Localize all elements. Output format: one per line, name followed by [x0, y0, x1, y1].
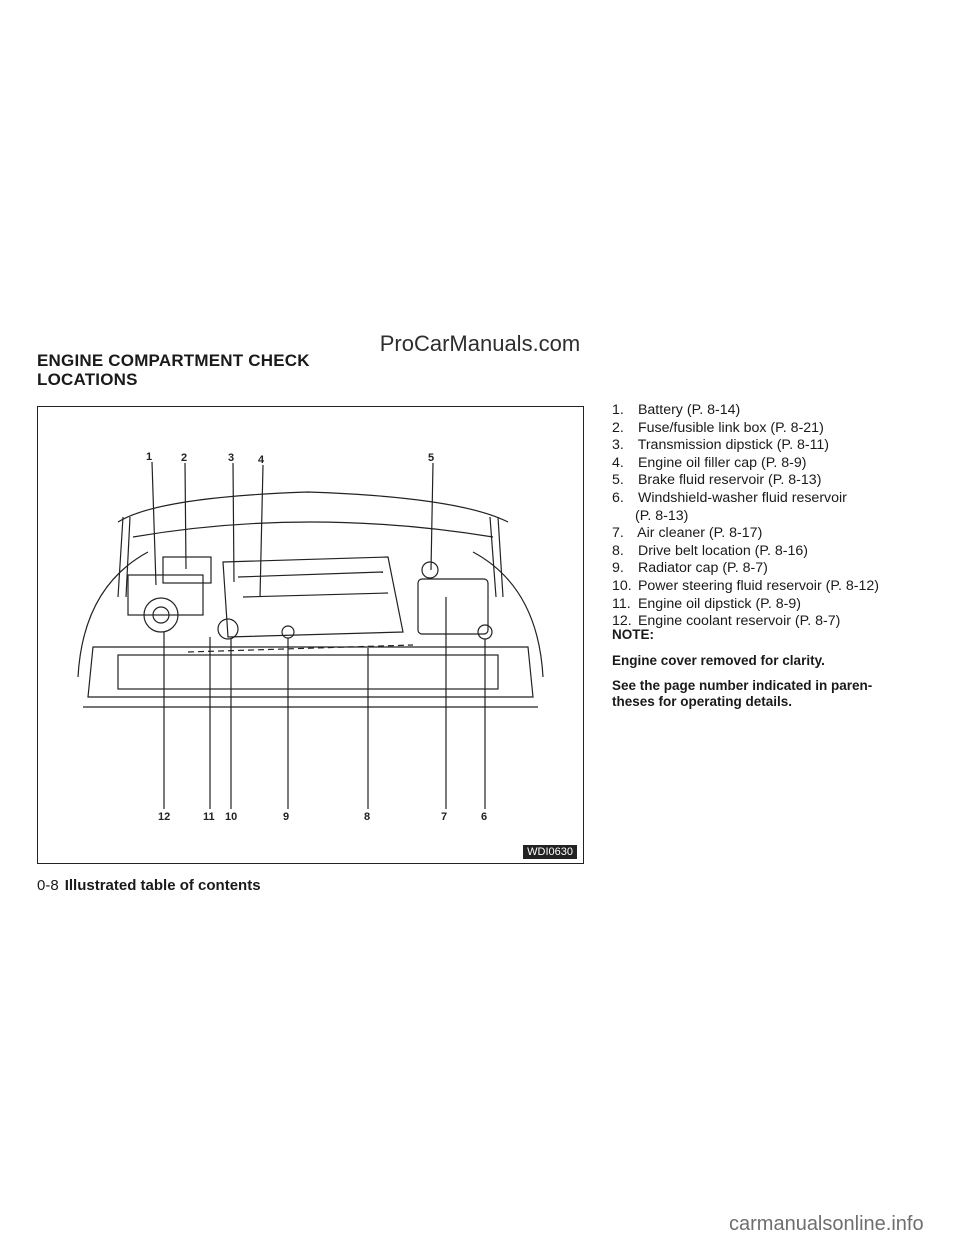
list-item: 1. Battery (P. 8-14) — [612, 402, 741, 418]
list-item: 9. Radiator cap (P. 8-7) — [612, 560, 768, 577]
note-heading: NOTE: — [612, 627, 654, 642]
callout-11: 11 — [203, 811, 215, 823]
page-number: 0-8 — [37, 877, 59, 894]
list-item: 2. Fuse/fusible link box (P. 8-21) — [612, 419, 824, 436]
note-line-2b: theses for operating details. — [612, 694, 793, 709]
watermark-carmanualsonline: carmanualsonline.info — [729, 1213, 924, 1235]
callout-2: 2 — [181, 452, 188, 464]
watermark-procarmanuals: ProCarManuals.com — [379, 331, 581, 356]
callout-3: 3 — [228, 452, 235, 464]
callout-1: 1 — [146, 451, 153, 463]
engine-drawing — [77, 461, 544, 809]
callout-10: 10 — [225, 811, 238, 823]
callout-9: 9 — [283, 811, 290, 823]
section-title-line1: ENGINE COMPARTMENT CHECK — [37, 351, 310, 370]
list-item: 11. Engine oil dipstick (P. 8-9) — [612, 595, 801, 612]
list-item: 8. Drive belt location (P. 8-16) — [612, 542, 809, 559]
list-item: 12. Engine coolant reservoir (P. 8-7) — [612, 613, 841, 630]
callout-4: 4 — [258, 454, 265, 466]
figure-code: WDI0630 — [523, 845, 577, 859]
note-line-1: Engine cover removed for clarity. — [612, 653, 825, 668]
list-item: 7. Air cleaner (P. 8-17) — [612, 525, 763, 542]
section-title-line2: LOCATIONS — [37, 370, 138, 389]
list-item: 3. Transmission dipstick (P. 8-11) — [612, 437, 830, 454]
check-locations-list: 1. Battery (P. 8-14) 2. Fuse/fusible lin… — [612, 402, 932, 631]
engine-compartment-illustration: 1 2 3 4 5 12 11 10 9 8 7 6 WDI0630 — [37, 406, 584, 864]
callout-7: 7 — [441, 811, 448, 823]
footer-title: Illustrated table of contents — [64, 877, 261, 894]
note-line-2a: See the page number indicated in paren- — [612, 678, 873, 693]
callout-12: 12 — [158, 811, 171, 823]
callout-8: 8 — [364, 811, 371, 823]
list-item: 4. Engine oil filler cap (P. 8-9) — [612, 454, 807, 471]
callout-5: 5 — [428, 452, 435, 464]
list-item: 5. Brake fluid reservoir (P. 8-13) — [612, 472, 822, 489]
page-footer: 0-8 Illustrated table of contents — [37, 877, 261, 894]
list-item: 6. Windshield-washer fluid reservoir(P. … — [612, 489, 847, 524]
callout-6: 6 — [481, 811, 488, 823]
section-title: ENGINE COMPARTMENT CHECK LOCATIONS — [37, 351, 310, 389]
list-item: 10. Power steering fluid reservoir (P. 8… — [612, 577, 879, 594]
